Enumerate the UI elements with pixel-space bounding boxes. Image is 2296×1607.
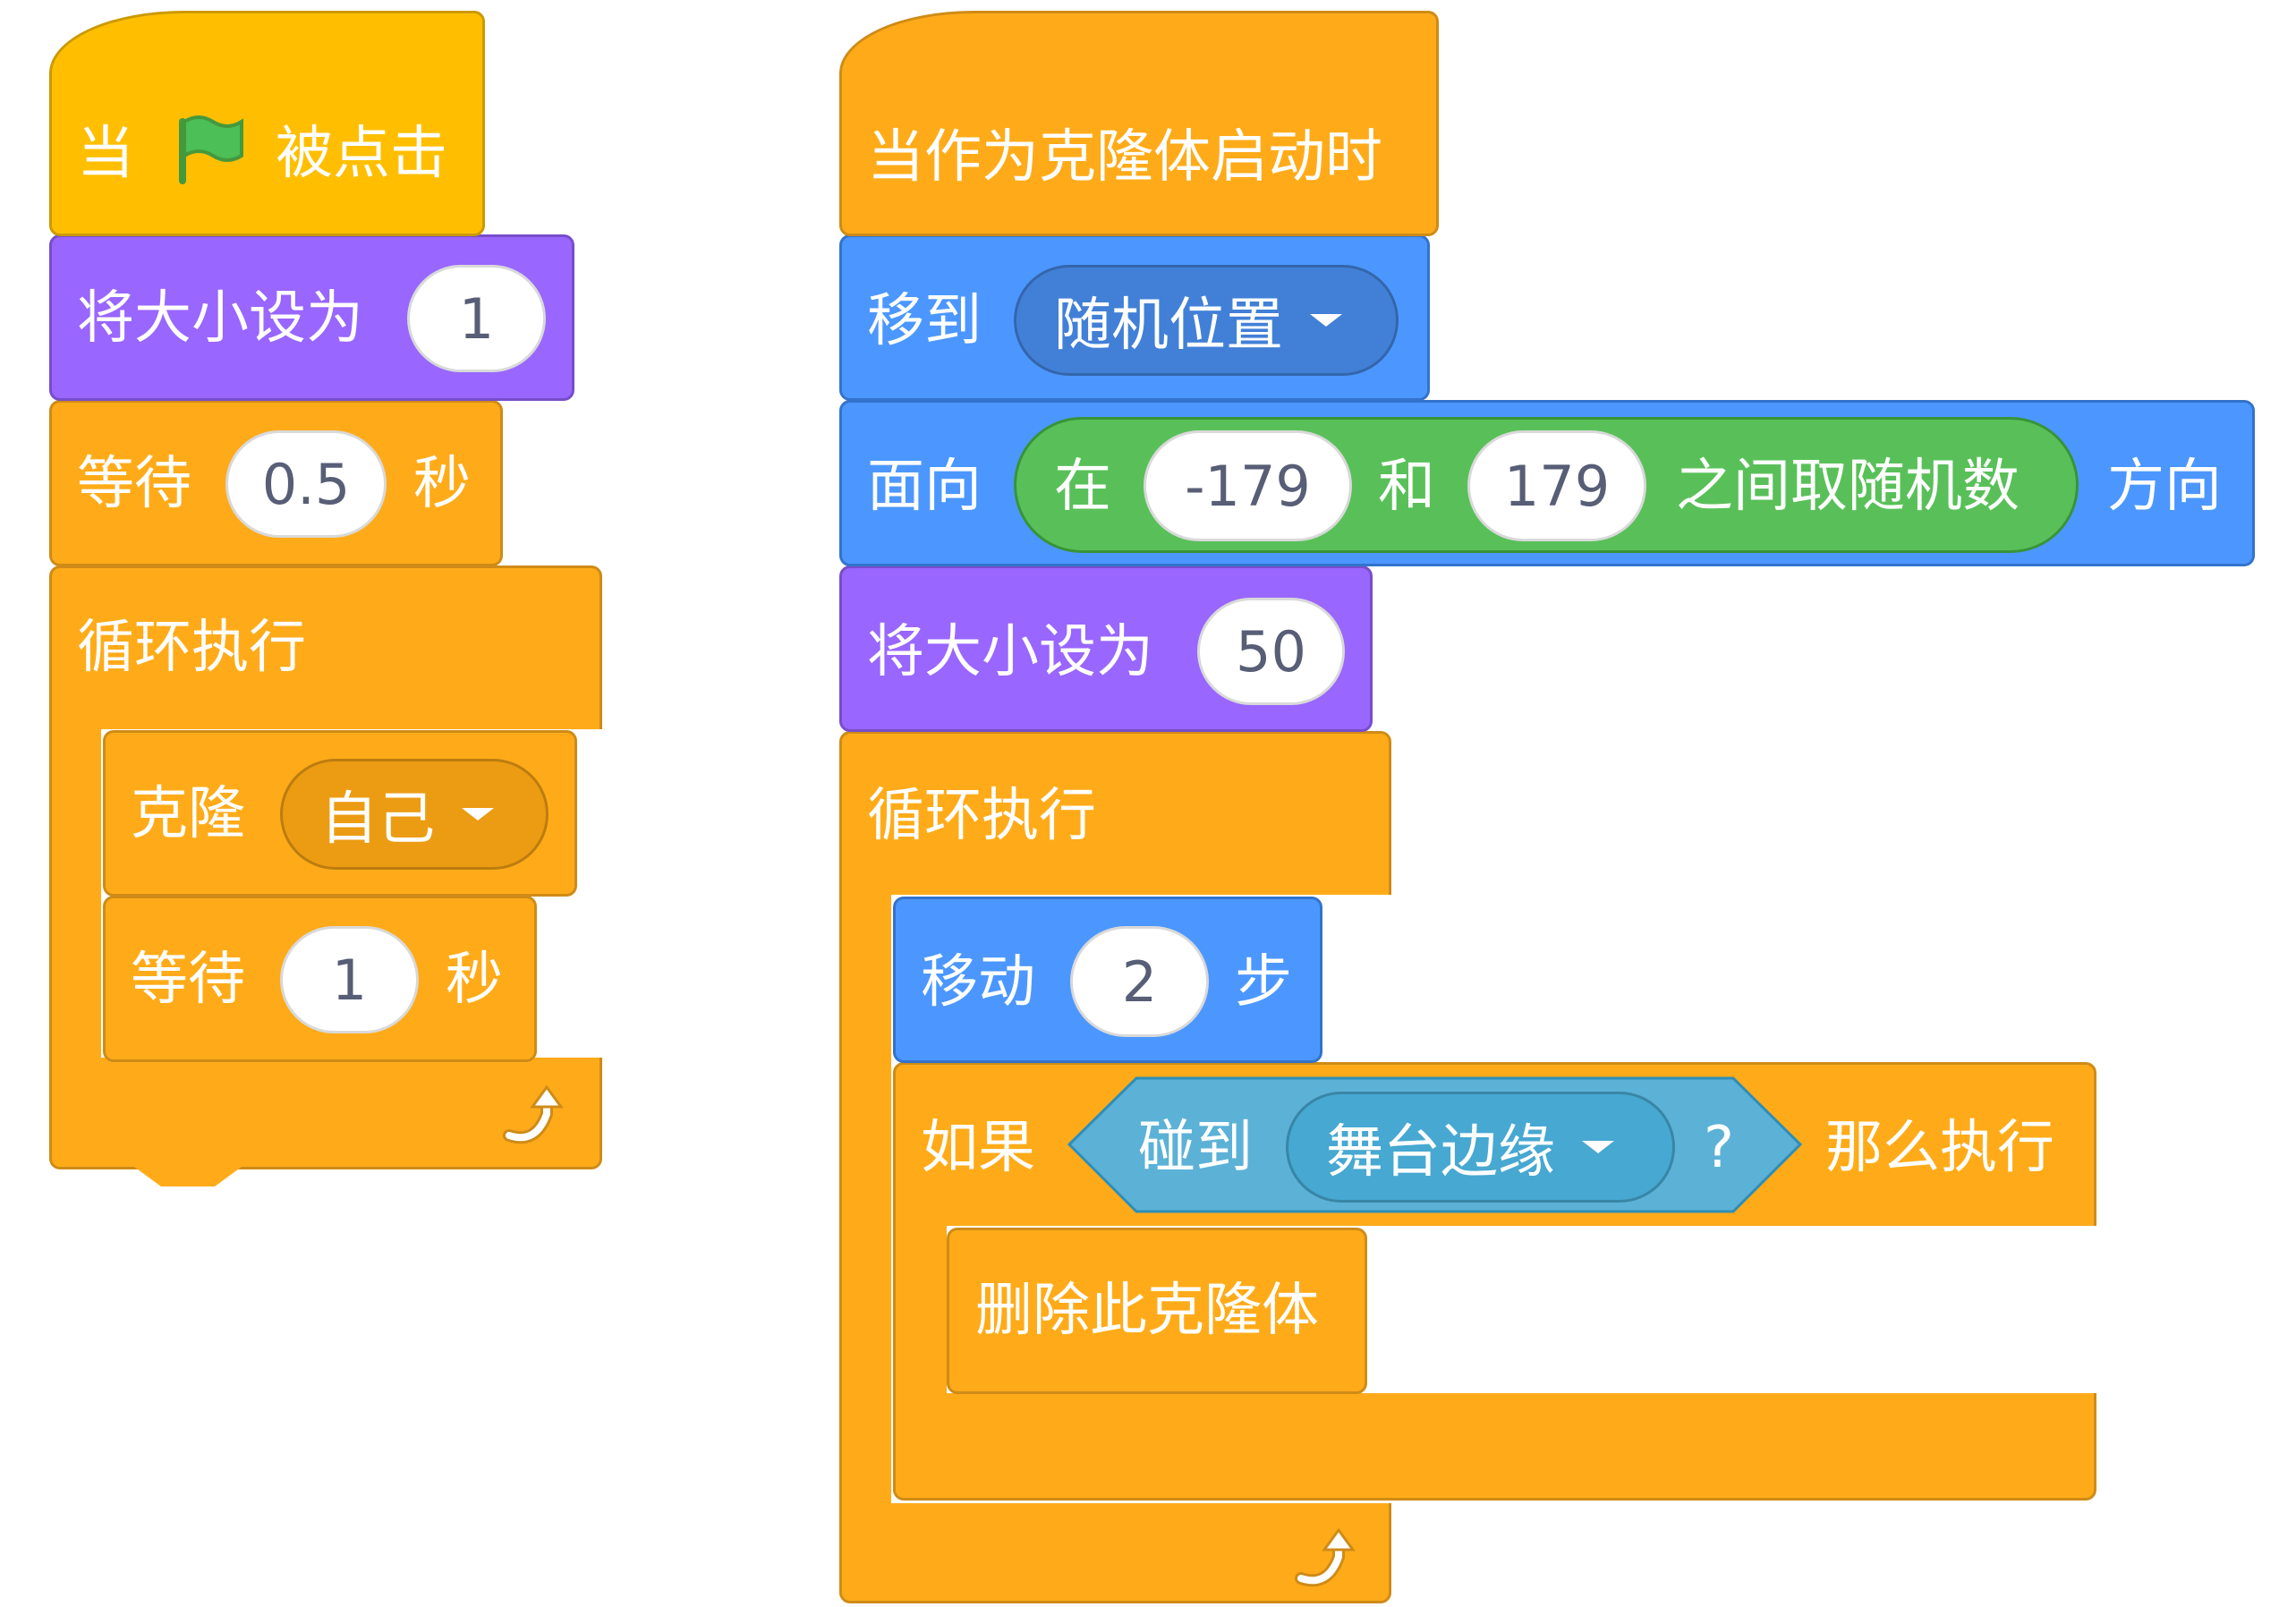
wait-block[interactable] xyxy=(49,400,503,566)
set-size-label: 将大小设为 xyxy=(77,285,363,352)
wait-label: 等待 xyxy=(131,947,245,1013)
when-start-as-clone-hat[interactable] xyxy=(839,11,1439,236)
forever-label: 循环执行 xyxy=(77,615,306,681)
random-max-input[interactable]: 179 xyxy=(1467,430,1646,541)
delete-this-clone-block[interactable] xyxy=(947,1228,1367,1394)
green-flag-icon[interactable] xyxy=(172,113,247,188)
direction-label: 方向 xyxy=(2107,454,2222,520)
pick-random-post-label: 之间取随机数 xyxy=(1676,454,2020,520)
wait-seconds-input[interactable]: 1 xyxy=(280,926,419,1033)
wait-label: 等待 xyxy=(77,451,191,517)
pick-random-and-label: 和 xyxy=(1378,454,1435,520)
seconds-label: 秒 xyxy=(413,451,471,517)
clone-target-value: 自己 xyxy=(320,786,435,853)
set-size-label: 将大小设为 xyxy=(867,619,1153,685)
clone-target-dropdown[interactable]: 自己 xyxy=(280,759,548,870)
seconds-label: 秒 xyxy=(446,947,503,1013)
touching-target-value: 舞台边缘 xyxy=(1326,1119,1555,1186)
loop-arrow-icon xyxy=(1288,1521,1364,1596)
clicked-label: 被点击 xyxy=(276,121,447,187)
go-to-target-value: 随机位置 xyxy=(1054,293,1283,359)
go-to-label: 移到 xyxy=(867,288,982,354)
loop-arrow-icon xyxy=(497,1078,572,1153)
touching-target-dropdown[interactable]: 舞台边缘 xyxy=(1286,1092,1675,1203)
block-notch xyxy=(134,1167,242,1186)
if-label: 如果 xyxy=(921,1115,1035,1181)
chevron-down-icon xyxy=(462,808,494,821)
move-label: 移动 xyxy=(921,949,1035,1016)
then-label: 那么执行 xyxy=(1825,1115,2054,1181)
when-label: 当 xyxy=(77,121,134,187)
forever-label: 循环执行 xyxy=(867,783,1096,849)
point-label: 面向 xyxy=(867,454,982,520)
chevron-down-icon xyxy=(1582,1141,1614,1153)
chevron-down-icon xyxy=(1310,314,1342,327)
clone-label: 克隆 xyxy=(131,781,245,847)
wait-seconds-input[interactable]: 0.5 xyxy=(225,430,387,538)
delete-clone-label: 删除此克隆体 xyxy=(975,1278,1319,1344)
size-input[interactable]: 1 xyxy=(407,265,546,372)
steps-label: 步 xyxy=(1235,949,1292,1016)
clone-hat-label: 当作为克隆体启动时 xyxy=(867,124,1382,191)
when-flag-clicked-hat[interactable] xyxy=(49,11,485,236)
move-steps-input[interactable]: 2 xyxy=(1070,926,1209,1037)
pick-random-pre-label: 在 xyxy=(1054,454,1111,520)
size-input[interactable]: 50 xyxy=(1197,598,1345,705)
touching-label: 碰到 xyxy=(1138,1115,1253,1181)
question-mark: ? xyxy=(1704,1115,1734,1181)
go-to-target-dropdown[interactable]: 随机位置 xyxy=(1014,265,1399,376)
random-min-input[interactable]: -179 xyxy=(1144,430,1352,541)
